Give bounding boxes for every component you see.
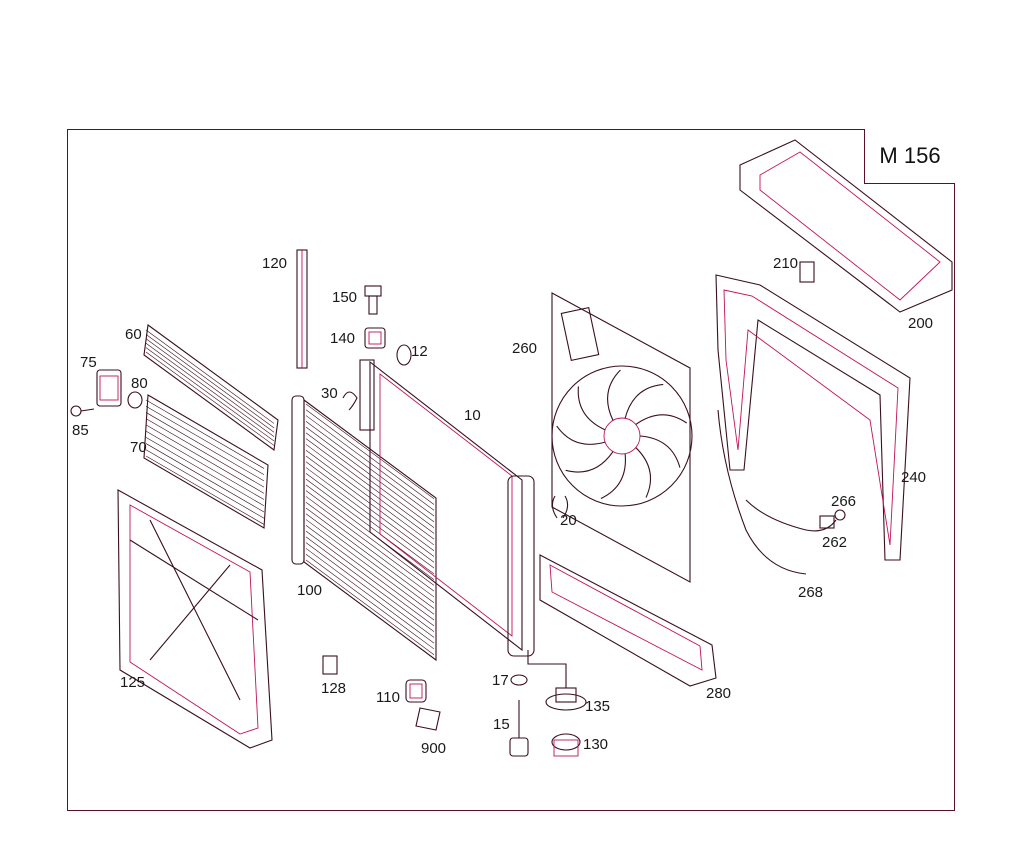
callout-262: 262 (822, 534, 847, 551)
callout-260: 260 (512, 340, 537, 357)
callout-120: 120 (262, 255, 287, 272)
part-clip-150 (364, 285, 382, 315)
callout-85: 85 (72, 422, 89, 439)
part-condenser-60 (143, 324, 279, 451)
part-washer-17 (510, 674, 528, 686)
part-cover-200 (739, 139, 953, 313)
part-airguide-280 (539, 554, 717, 687)
part-harness-268 (717, 409, 837, 575)
callout-128: 128 (321, 680, 346, 697)
callout-100: 100 (297, 582, 322, 599)
part-screw-266 (834, 509, 846, 521)
part-bolt-85 (70, 405, 95, 417)
model-label: M 156 (864, 129, 955, 184)
callout-12: 12 (411, 343, 428, 360)
part-cooler-70 (143, 394, 269, 529)
callout-150: 150 (332, 289, 357, 306)
part-condenser-100 (291, 395, 437, 662)
callout-17: 17 (492, 672, 509, 689)
callout-280: 280 (706, 685, 731, 702)
part-bracket-75 (96, 369, 122, 407)
part-grommet-140 (364, 327, 386, 349)
part-clamp-30 (342, 391, 358, 411)
part-frame-240 (715, 274, 911, 561)
callout-210: 210 (773, 255, 798, 272)
callout-135: 135 (585, 698, 610, 715)
part-drain-15 (509, 700, 529, 757)
part-rod (296, 249, 308, 369)
callout-268: 268 (798, 584, 823, 601)
part-clip-128 (322, 655, 338, 675)
callout-130: 130 (583, 736, 608, 753)
leader-135 (527, 650, 567, 688)
callout-140: 140 (330, 330, 355, 347)
callout-20: 20 (560, 512, 577, 529)
callout-70: 70 (130, 439, 147, 456)
callout-200: 200 (908, 315, 933, 332)
part-oring-12 (396, 344, 412, 366)
part-fitting-110 (405, 679, 427, 703)
part-shroud-125 (117, 489, 273, 749)
callout-900: 900 (421, 740, 446, 757)
callout-125: 125 (120, 674, 145, 691)
callout-266: 266 (831, 493, 856, 510)
callout-60: 60 (125, 326, 142, 343)
callout-15: 15 (493, 716, 510, 733)
callout-30: 30 (321, 385, 338, 402)
part-fan-260 (551, 292, 693, 583)
callout-110: 110 (376, 689, 400, 706)
part-radiator-10 (359, 359, 535, 657)
callout-240: 240 (901, 469, 926, 486)
part-tag-900 (415, 707, 441, 731)
callout-80: 80 (131, 375, 148, 392)
part-filter-130 (551, 733, 581, 757)
part-clip-210 (799, 261, 815, 283)
diagram-frame (67, 129, 955, 811)
part-connector-262 (819, 515, 835, 529)
callout-10: 10 (464, 407, 481, 424)
part-oring-80 (127, 391, 143, 409)
callout-75: 75 (80, 354, 97, 371)
callout-labels: 120 150 140 12 60 75 80 85 70 30 10 260 210 200 100 20 2… (72, 255, 933, 757)
part-cap-135 (545, 687, 587, 711)
